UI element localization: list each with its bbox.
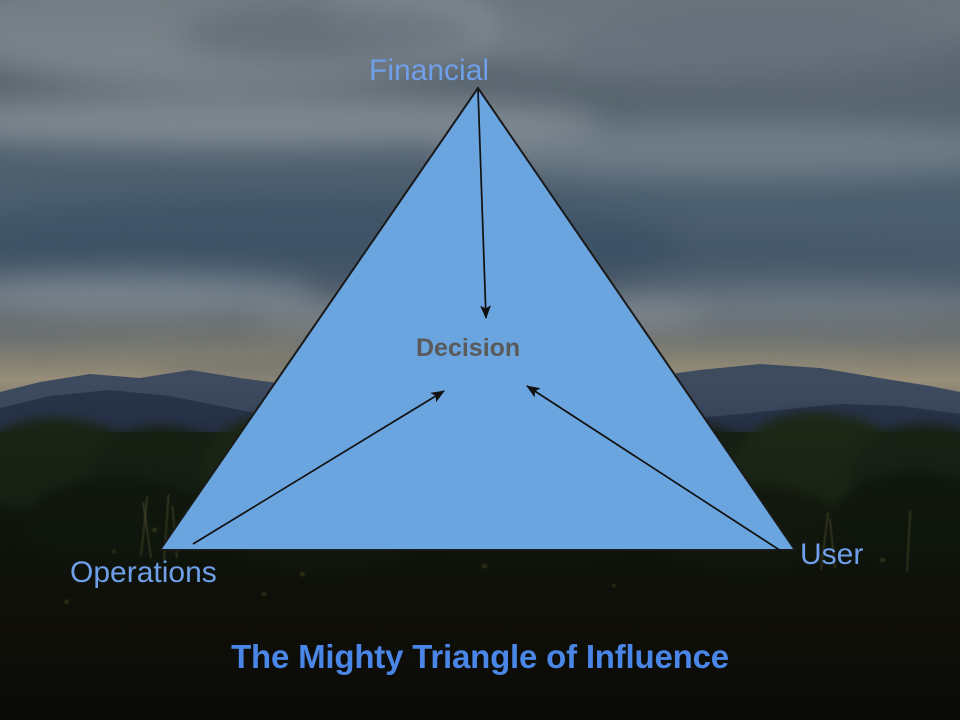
center-label-decision: Decision (416, 334, 521, 362)
foliage-highlight (262, 592, 266, 596)
foliage-highlight (482, 564, 487, 568)
slide-title: The Mighty Triangle of Influence (231, 638, 729, 675)
vertex-label-user: User (800, 538, 864, 571)
arrow-operations-to-decision (192, 390, 445, 545)
triangle-shape (158, 86, 797, 551)
vertex-label-operations: Operations (70, 556, 217, 589)
cloud-band (600, 282, 960, 322)
cloud-band (560, 8, 960, 88)
cloud-band (180, 4, 480, 64)
foliage-highlight (112, 550, 116, 553)
cloud-band (0, 272, 320, 316)
foliage-highlight (612, 584, 616, 587)
foliage-highlight (152, 528, 157, 532)
foliage-highlight (880, 558, 885, 562)
arrow-financial-to-decision (477, 89, 491, 320)
foliage-highlight (300, 572, 305, 576)
vertex-label-financial: Financial (369, 54, 490, 87)
arrow-user-to-decision (526, 385, 782, 552)
foliage-highlight (64, 600, 69, 604)
